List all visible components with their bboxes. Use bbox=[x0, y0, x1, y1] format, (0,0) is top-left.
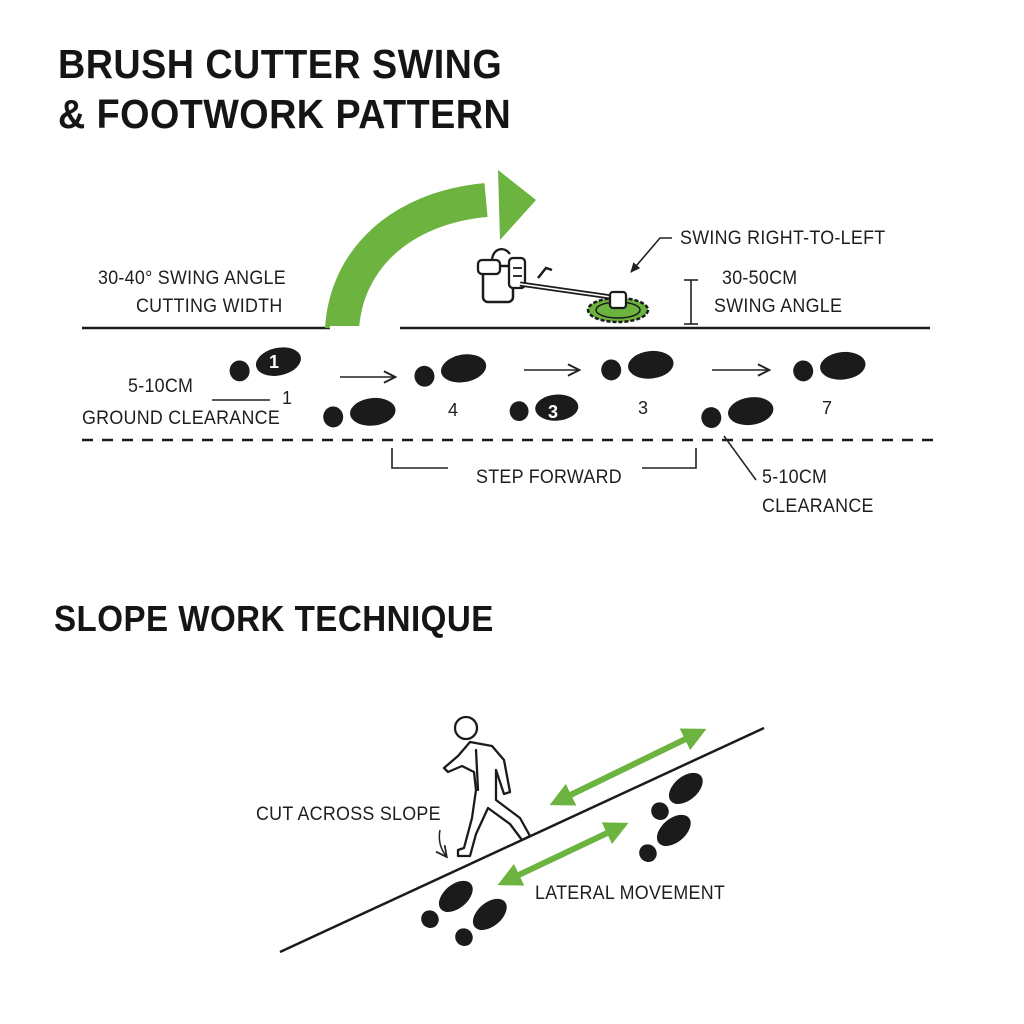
step-number: 7 bbox=[822, 398, 833, 418]
cutting-width-label: CUTTING WIDTH bbox=[136, 296, 283, 317]
step-number: 1 bbox=[282, 388, 293, 408]
step-number: 3 bbox=[638, 398, 649, 418]
clearance-label: CLEARANCE bbox=[762, 496, 874, 517]
footprint-icon bbox=[508, 393, 580, 424]
cut-across-slope-label: CUT ACROSS SLOPE bbox=[256, 804, 441, 825]
footstep-badge-1: 1 bbox=[269, 352, 280, 372]
double-arrow-icon bbox=[497, 822, 629, 886]
footprint-icon bbox=[599, 348, 675, 384]
curved-arrow-icon bbox=[325, 170, 536, 332]
step-number: 4 bbox=[448, 400, 459, 420]
walking-person-icon bbox=[442, 715, 532, 858]
height-bracket bbox=[684, 279, 698, 325]
title-line-2: & FOOTWORK PATTERN bbox=[58, 91, 512, 137]
cut-across-pointer bbox=[439, 829, 446, 856]
brush-cutter-icon bbox=[476, 248, 650, 324]
clearance-leader bbox=[723, 435, 757, 481]
step-forward-label: STEP FORWARD bbox=[476, 467, 622, 488]
footprint-icon bbox=[321, 395, 397, 431]
lateral-movement-label: LATERAL MOVEMENT bbox=[535, 883, 726, 904]
swing-angle-label: 30-40° SWING ANGLE bbox=[98, 268, 286, 289]
swing-direction-pointer bbox=[630, 237, 672, 273]
footprint-icon bbox=[699, 394, 776, 432]
height-caption-label: SWING ANGLE bbox=[714, 296, 843, 317]
footprint-icon bbox=[412, 350, 489, 391]
ground-clearance-value: 5-10CM bbox=[128, 376, 194, 397]
step-forward-bracket bbox=[391, 448, 697, 469]
ground-clearance-label: GROUND CLEARANCE bbox=[82, 408, 281, 429]
clearance-value: 5-10CM bbox=[762, 467, 828, 488]
footprint-icon bbox=[791, 349, 867, 385]
slope-section-title: SLOPE WORK TECHNIQUE bbox=[54, 598, 494, 639]
double-arrow-icon bbox=[549, 728, 707, 806]
swing-direction-label: SWING RIGHT-TO-LEFT bbox=[680, 228, 886, 249]
footprint-icon bbox=[415, 874, 479, 934]
footprint-icon bbox=[226, 343, 304, 386]
title-line-1: BRUSH CUTTER SWING bbox=[58, 41, 503, 87]
footstep-badge-3: 3 bbox=[548, 402, 559, 422]
height-value-label: 30-50CM bbox=[722, 268, 798, 289]
